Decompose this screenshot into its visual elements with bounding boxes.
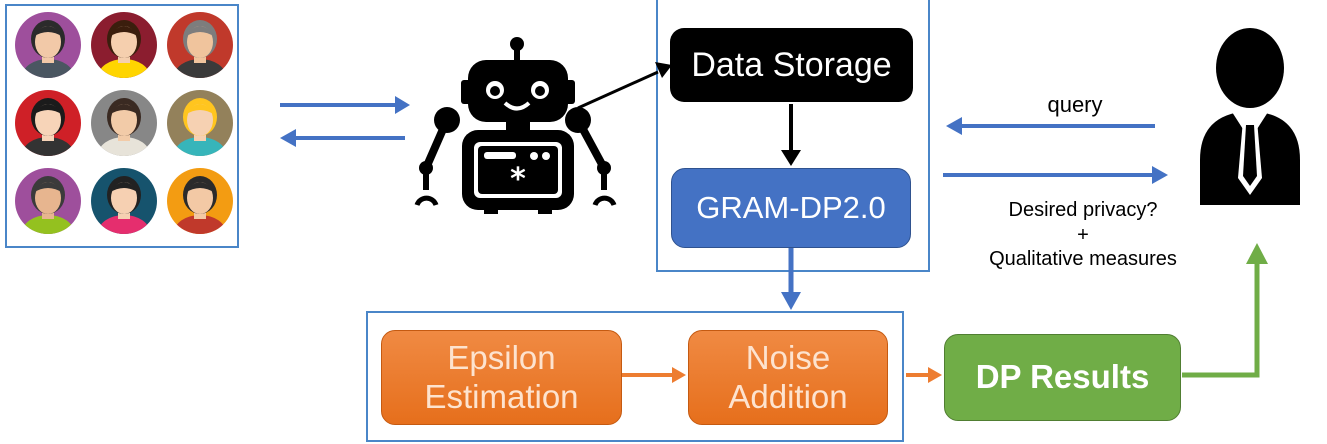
gram-dp-box: GRAM-DP2.0 [671, 168, 911, 248]
privacy-label: Desired privacy? + Qualitative measures [989, 199, 1177, 271]
arrow-to-user [943, 166, 1168, 184]
users-panel [5, 4, 239, 248]
arrow-noise-to-results [906, 367, 942, 383]
avatar-woman-bob-icon [91, 12, 157, 78]
dp-results-box: DP Results [944, 334, 1181, 421]
avatar-man-grey-icon [91, 90, 157, 156]
epsilon-estimation-box: Epsilon Estimation [381, 330, 622, 425]
avatar-man-beard-icon [15, 168, 81, 234]
query-label: query [1047, 92, 1103, 117]
arrow-storage-to-gram [781, 104, 801, 166]
arrow-robot-to-users [280, 129, 405, 147]
arrow-query [946, 117, 1155, 135]
arrow-robot-to-storage [577, 62, 672, 110]
avatar-woman-red-hair-icon [15, 90, 81, 156]
data-storage-box: Data Storage [670, 28, 913, 102]
arrow-users-to-robot [280, 96, 410, 114]
avatar-woman-long-hair-icon [91, 168, 157, 234]
dp-pipeline-frame [366, 311, 904, 442]
arrow-epsilon-to-noise [622, 367, 686, 383]
avatar-old-man-icon [167, 12, 233, 78]
avatar-woman-curly-icon [167, 90, 233, 156]
arrow-results-to-user [1182, 243, 1268, 378]
arrow-gram-to-pipeline [781, 248, 801, 310]
noise-addition-box: Noise Addition [688, 330, 888, 425]
robot-icon: * [414, 37, 617, 214]
avatar-man-bowtie-icon [167, 168, 233, 234]
avatar-man-glasses-icon [15, 12, 81, 78]
businessman-icon [1200, 28, 1300, 205]
svg-text:*: * [510, 162, 526, 197]
